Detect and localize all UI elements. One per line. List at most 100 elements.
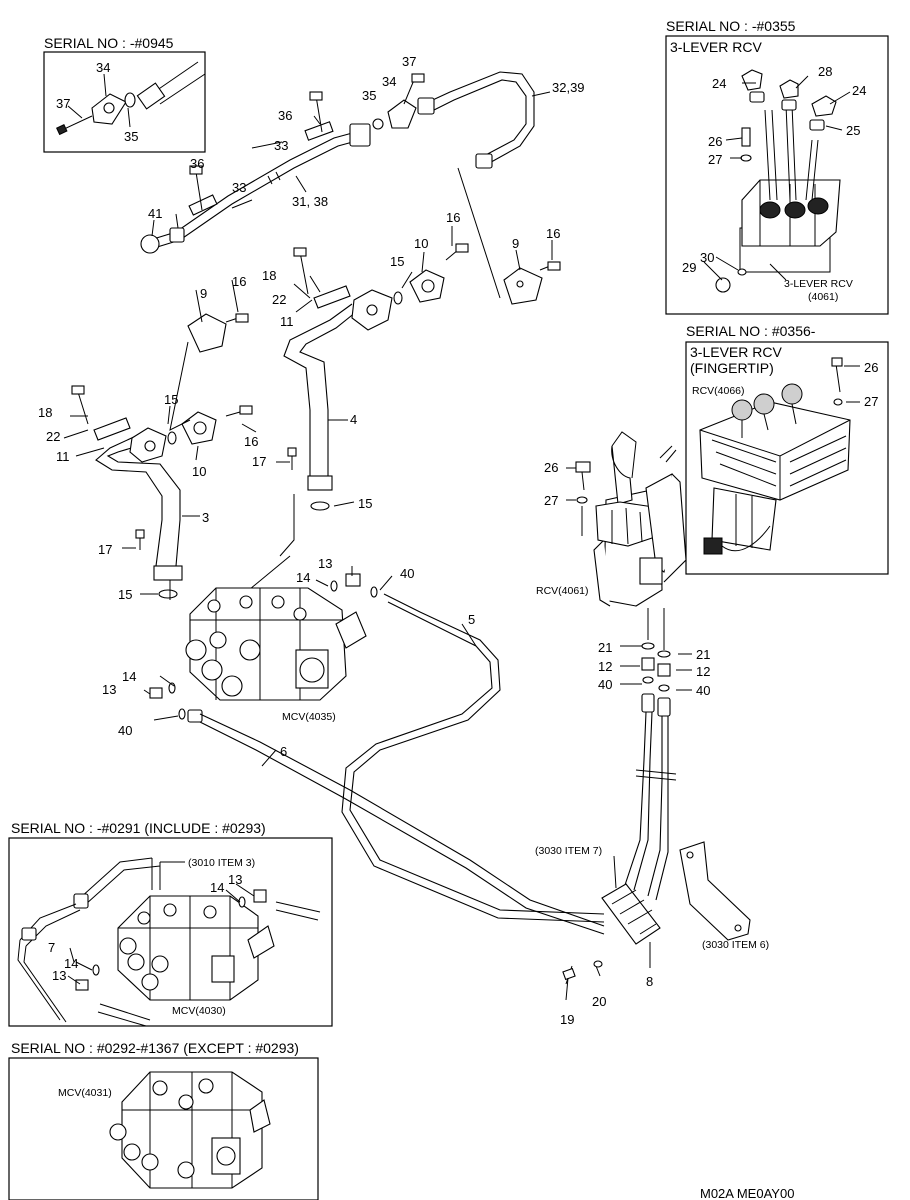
callout: 12 xyxy=(696,664,710,679)
serial-label: SERIAL NO : #0356- xyxy=(686,323,816,339)
callout: 10 xyxy=(414,236,428,251)
callout: 27 xyxy=(708,152,722,167)
callout: 34 xyxy=(382,74,396,89)
component-label: (3030 ITEM 6) xyxy=(702,939,769,951)
component-label: RCV(4061) xyxy=(536,585,589,597)
callout: 32,39 xyxy=(552,80,585,95)
callout: 40 xyxy=(696,683,710,698)
component-label: (4061) xyxy=(808,291,838,303)
callout: 26 xyxy=(544,460,558,475)
callout: 19 xyxy=(560,1012,574,1027)
callout: 11 xyxy=(280,314,294,329)
callout: 24 xyxy=(712,76,726,91)
callout: 6 xyxy=(280,744,287,759)
callout: 14 xyxy=(210,880,224,895)
callout: 37 xyxy=(56,96,70,111)
callout: 21 xyxy=(696,647,710,662)
callout: 30 xyxy=(700,250,714,265)
component-label: 3-LEVER RCV xyxy=(784,278,853,290)
callout: 33 xyxy=(274,138,288,153)
callout: 18 xyxy=(38,405,52,420)
hose-5-and-6: 5 6 xyxy=(199,593,605,935)
callout: 8 xyxy=(646,974,653,989)
callout: 13 xyxy=(318,556,332,571)
callout: 18 xyxy=(262,268,276,283)
main-mcv-4035: 13 14 40 14 13 40 MCV(4035) xyxy=(102,556,414,738)
callout: 4 xyxy=(350,412,357,427)
callout: 13 xyxy=(228,872,242,887)
inset-title: 3-LEVER RCV xyxy=(670,39,762,55)
callout: 17 xyxy=(252,454,266,469)
callout: 21 xyxy=(598,640,612,655)
footer-code: M02A ME0AY00 xyxy=(700,1186,794,1200)
callout: 14 xyxy=(64,956,78,971)
callout: 40 xyxy=(400,566,414,581)
component-label: MCV(4030) xyxy=(172,1005,226,1017)
callout: 14 xyxy=(296,570,310,585)
callout: 15 xyxy=(358,496,372,511)
callout: 11 xyxy=(56,449,70,464)
callout: 10 xyxy=(192,464,206,479)
inset-title: (FINGERTIP) xyxy=(690,360,774,376)
callout: 35 xyxy=(124,129,138,144)
callout: 33 xyxy=(232,180,246,195)
callout: 40 xyxy=(118,723,132,738)
callout: 5 xyxy=(468,612,475,627)
callout: 27 xyxy=(544,493,558,508)
callout: 9 xyxy=(512,236,519,251)
callout: 16 xyxy=(546,226,560,241)
component-label: (3030 ITEM 7) xyxy=(535,845,602,857)
callout: 16 xyxy=(244,434,258,449)
callout: 27 xyxy=(864,394,878,409)
inset-serial-0292: SERIAL NO : #0292-#1367 (EXCEPT : #0293)… xyxy=(8,1040,319,1200)
callout: 29 xyxy=(682,260,696,275)
component-label: (3010 ITEM 3) xyxy=(188,857,255,869)
callout: 20 xyxy=(592,994,606,1009)
callout: 3 xyxy=(202,510,209,525)
callout: 26 xyxy=(708,134,722,149)
callout: 40 xyxy=(598,677,612,692)
callout: 34 xyxy=(96,60,110,75)
component-label: MCV(4031) xyxy=(58,1087,112,1099)
component-label: MCV(4035) xyxy=(282,711,336,723)
serial-label: SERIAL NO : -#0355 xyxy=(666,18,796,34)
serial-label: SERIAL NO : -#0291 (INCLUDE : #0293) xyxy=(11,820,266,836)
callout: 25 xyxy=(846,123,860,138)
callout: 22 xyxy=(46,429,60,444)
callout: 41 xyxy=(148,206,162,221)
callout: 36 xyxy=(190,156,204,171)
callout: 17 xyxy=(98,542,112,557)
callout: 37 xyxy=(402,54,416,69)
callout: 14 xyxy=(122,669,136,684)
callout: 16 xyxy=(446,210,460,225)
callout: 35 xyxy=(362,88,376,103)
inset-serial-0945: SERIAL NO : -#0945 34 37 35 xyxy=(43,35,206,153)
inset-serial-0355: SERIAL NO : -#0355 3-LEVER RCV 24 28 24 … xyxy=(665,18,889,315)
callout: 13 xyxy=(102,682,116,697)
callout: 15 xyxy=(118,587,132,602)
callout: 24 xyxy=(852,83,866,98)
pipe-4: 4 17 15 18 22 11 15 10 16 9 16 xyxy=(252,210,561,511)
rcv-4061-main: 26 27 RCV(4061) 21 21 12 12 40 40 xyxy=(536,431,710,717)
callout: 16 xyxy=(232,274,246,289)
component-label: RCV(4066) xyxy=(692,385,745,397)
pipe-3: 3 17 15 9 16 18 22 11 15 10 16 xyxy=(38,274,295,602)
callout: 26 xyxy=(864,360,878,375)
inset-serial-0291: SERIAL NO : -#0291 (INCLUDE : #0293) (30… xyxy=(8,820,333,1027)
callout: 22 xyxy=(272,292,286,307)
callout: 13 xyxy=(52,968,66,983)
inset-serial-0356: SERIAL NO : #0356- 3-LEVER RCV (FINGERTI… xyxy=(685,323,889,575)
upper-pipe-31-38: 41 36 33 31, 38 36 33 35 34 37 32,39 xyxy=(140,54,585,299)
callout: 15 xyxy=(164,392,178,407)
callout: 9 xyxy=(200,286,207,301)
serial-label: SERIAL NO : #0292-#1367 (EXCEPT : #0293) xyxy=(11,1040,299,1056)
callout: 15 xyxy=(390,254,404,269)
callout: 28 xyxy=(818,64,832,79)
inset-title: 3-LEVER RCV xyxy=(690,344,782,360)
rcv-hoses-and-bracket: (3030 ITEM 7) (3030 ITEM 6) 8 19 20 xyxy=(535,711,769,1027)
callout: 31, 38 xyxy=(292,194,328,209)
callout: 36 xyxy=(278,108,292,123)
serial-label: SERIAL NO : -#0945 xyxy=(44,35,174,51)
callout: 7 xyxy=(48,940,55,955)
